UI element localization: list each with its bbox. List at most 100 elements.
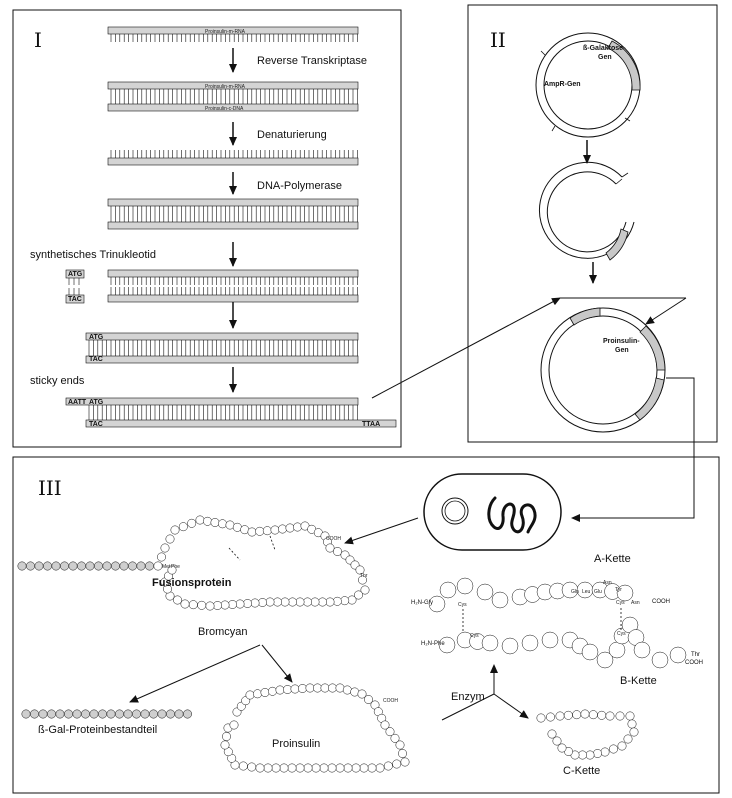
amino-acid-bead — [552, 736, 562, 746]
gene-galactosidase-label-1: ß-Galaktose- — [583, 45, 626, 52]
amino-acid-bead — [218, 519, 227, 529]
trinucleotide-bottom — [65, 294, 85, 304]
dna-strands — [65, 26, 397, 428]
amino-acid-bead — [669, 646, 687, 664]
amino-acid-bead — [268, 686, 277, 696]
trinucleotide-top — [65, 269, 85, 279]
amino-acid-bead — [351, 763, 361, 773]
gene-galactosidase-label-2: Gen — [598, 54, 612, 61]
plasmid-3-recombinant — [540, 307, 666, 433]
amino-acid-bead — [167, 565, 177, 575]
amino-acid-bead — [456, 577, 474, 595]
disulfide-bridge — [228, 547, 241, 561]
amino-acid-bead — [123, 709, 133, 719]
amino-acid-bead — [627, 719, 637, 729]
amino-acid-bead — [491, 591, 509, 609]
amino-acid-bead — [60, 561, 69, 571]
amino-acid-bead — [203, 516, 212, 526]
amino-acid-bead — [319, 763, 329, 773]
ds-bottom — [107, 221, 359, 230]
amino-acid-bead — [111, 561, 120, 571]
gal-protein-beads — [21, 709, 192, 719]
amino-acid-bead — [359, 763, 369, 773]
hybrid-bases-bottom — [110, 97, 358, 105]
amino-acid-bead — [245, 690, 255, 700]
b-chain-thr: Thr — [691, 652, 700, 658]
amino-acid-bead — [615, 711, 625, 721]
panel-I-frame — [12, 9, 402, 448]
amino-acid-bead — [287, 763, 297, 773]
amino-acid-bead — [588, 710, 598, 720]
amino-acid-bead — [265, 597, 275, 607]
amino-acid-bead — [247, 527, 257, 537]
amino-acid-bead — [375, 763, 385, 773]
panel-II-arrow-4 — [645, 297, 687, 325]
aa-asn: Asn — [603, 580, 612, 586]
amino-acid-bead — [43, 561, 52, 571]
amino-acid-bead — [51, 561, 61, 571]
amino-acid-bead — [178, 522, 188, 532]
amino-acid-bead — [180, 599, 190, 609]
amino-acid-bead — [609, 744, 618, 754]
amino-acid-bead — [563, 710, 573, 720]
codon-atg-1: ATG — [68, 271, 83, 278]
codon-tac-1: TAC — [68, 296, 82, 303]
c-chain-label: C-Kette — [563, 765, 600, 777]
amino-acid-bead — [275, 685, 285, 695]
arrow-insert-to-plasmid — [371, 297, 561, 399]
b-chain-n-terminus: H₂N-Phe — [421, 641, 445, 647]
c-chain-beads — [536, 709, 639, 760]
strand-label-mrna-1: Proinsulin-m-RNA — [205, 29, 246, 35]
arrow-bacterium-to-fusion — [344, 517, 419, 545]
aa-leu: Leu — [582, 589, 591, 595]
amino-acid-bead — [380, 720, 390, 730]
amino-acid-bead — [390, 733, 400, 743]
aa-glu: Glu — [594, 589, 602, 595]
amino-acid-bead — [213, 601, 222, 610]
sticky-top — [65, 397, 359, 406]
amino-acid-bead — [597, 710, 607, 720]
strand-label-cdna: Proinsulin-c-DNA — [205, 106, 244, 112]
disulfide-bridge — [269, 535, 276, 551]
amino-acid-bead — [228, 600, 237, 609]
amino-acid-bead — [633, 641, 651, 659]
amino-acid-bead — [536, 713, 546, 723]
amino-acid-bead — [335, 763, 345, 773]
amino-acid-bead — [546, 712, 555, 722]
proinsulin-beads — [220, 683, 410, 773]
aa-tyr: Tyr — [615, 587, 622, 593]
amino-acid-bead — [623, 734, 633, 744]
codon-tac-2: TAC — [89, 356, 103, 363]
amino-acid-bead — [243, 599, 252, 608]
amino-acid-bead — [279, 763, 289, 773]
amino-acid-bead — [360, 585, 370, 595]
amino-acid-bead — [47, 709, 56, 719]
atg-bottom — [85, 355, 359, 364]
amino-acid-bead — [616, 584, 634, 602]
amino-acid-bead — [439, 581, 457, 599]
amino-acid-bead — [278, 524, 287, 534]
ds-bases-top — [110, 206, 358, 214]
amino-acid-bead — [132, 709, 141, 719]
amino-acid-bead — [328, 683, 337, 693]
arrow-plasmid-to-bacterium — [571, 377, 695, 522]
arrow-bromcyan-right — [261, 644, 293, 683]
amino-acid-bead — [238, 761, 248, 771]
fusion-protein-label: Fusionsprotein — [152, 577, 232, 589]
aa-cys-a6: Cys — [458, 602, 467, 608]
amino-acid-bead — [617, 741, 627, 751]
tri-bottom — [107, 294, 359, 303]
aa-cys-a20: Cys — [617, 631, 626, 637]
amino-acid-bead — [340, 596, 350, 606]
amino-acid-bead — [38, 709, 48, 719]
amino-acid-bead — [608, 641, 626, 659]
amino-acid-bead — [170, 525, 180, 535]
amino-acid-bead — [263, 763, 273, 773]
panel-III-frame — [12, 456, 720, 794]
amino-acid-bead — [400, 757, 410, 767]
panel-II-frame — [467, 4, 718, 443]
amino-acid-bead — [34, 561, 44, 571]
amino-acid-bead — [293, 522, 302, 532]
bacterial-chromosome — [487, 496, 537, 534]
ds-bases-bottom — [110, 214, 358, 222]
